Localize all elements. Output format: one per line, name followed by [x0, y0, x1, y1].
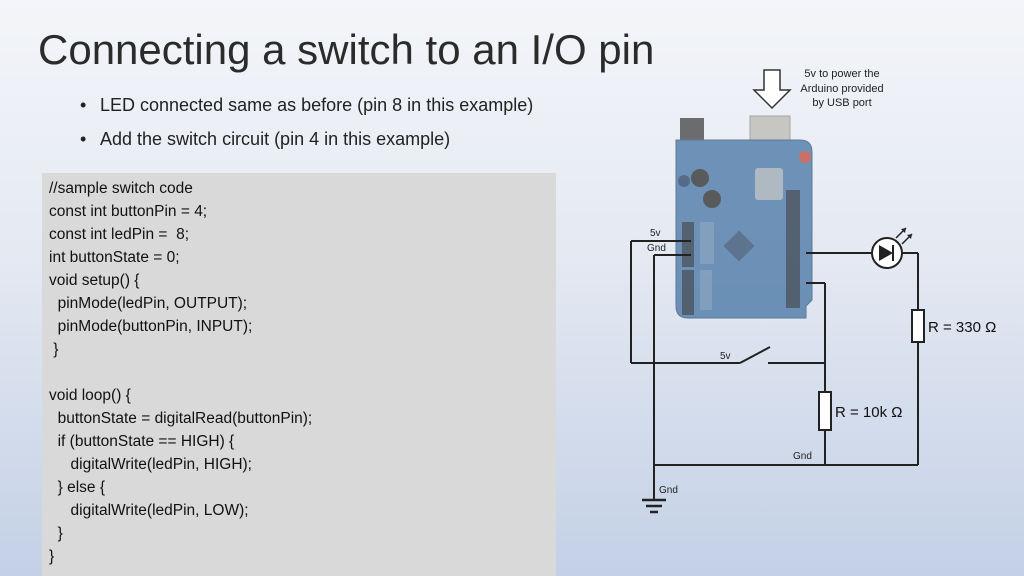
usb-note-line: by USB port: [812, 97, 871, 109]
bullet-item: Add the switch circuit (pin 4 in this ex…: [80, 126, 533, 160]
board-5v-label: 5v: [650, 228, 661, 239]
code-line: }: [49, 341, 59, 358]
code-line: const int ledPin = 8;: [49, 226, 190, 243]
code-line: const int buttonPin = 4;: [49, 203, 208, 220]
code-line: void setup() {: [49, 272, 140, 289]
led-icon: [871, 227, 913, 269]
usb-note-line: Arduino provided: [800, 83, 883, 95]
code-line: //sample switch code: [49, 180, 193, 197]
code-line: }: [49, 525, 63, 542]
code-line: int buttonState = 0;: [49, 249, 180, 266]
resistor-330-label: R = 330 Ω: [928, 319, 996, 336]
push-switch: [739, 346, 771, 364]
code-block: //sample switch code const int buttonPin…: [42, 173, 556, 576]
circuit-schematic: 5v to power the Arduino provided by USB …: [630, 68, 996, 514]
code-line: digitalWrite(ledPin, LOW);: [49, 502, 249, 519]
usb-arrow-icon: [752, 69, 792, 110]
resistor-10k-icon: [818, 391, 832, 431]
gnd-mid-label: Gnd: [793, 451, 812, 462]
code-line: if (buttonState == HIGH) {: [49, 433, 235, 450]
board-gnd-label: Gnd: [647, 243, 666, 254]
circuit-wires: [630, 240, 919, 500]
code-line: digitalWrite(ledPin, HIGH);: [49, 456, 252, 473]
code-line: } else {: [49, 479, 106, 496]
code-line: pinMode(ledPin, OUTPUT);: [49, 295, 248, 312]
code-line: [49, 361, 556, 384]
code-line: pinMode(buttonPin, INPUT);: [49, 318, 253, 335]
code-line: }: [49, 548, 55, 565]
ground-icon: [642, 498, 666, 514]
usb-note-line: 5v to power the: [804, 68, 879, 80]
resistor-10k-label: R = 10k Ω: [835, 404, 903, 421]
switch-5v-label: 5v: [720, 351, 731, 362]
bullet-item: LED connected same as before (pin 8 in t…: [80, 92, 533, 126]
gnd-bottom-label: Gnd: [659, 485, 678, 496]
slide-title: Connecting a switch to an I/O pin: [38, 26, 655, 73]
code-line: buttonState = digitalRead(buttonPin);: [49, 410, 313, 427]
code-line: void loop() {: [49, 387, 131, 404]
resistor-330-icon: [911, 309, 925, 343]
arduino-board: [675, 115, 813, 319]
bullet-list: LED connected same as before (pin 8 in t…: [80, 92, 533, 160]
